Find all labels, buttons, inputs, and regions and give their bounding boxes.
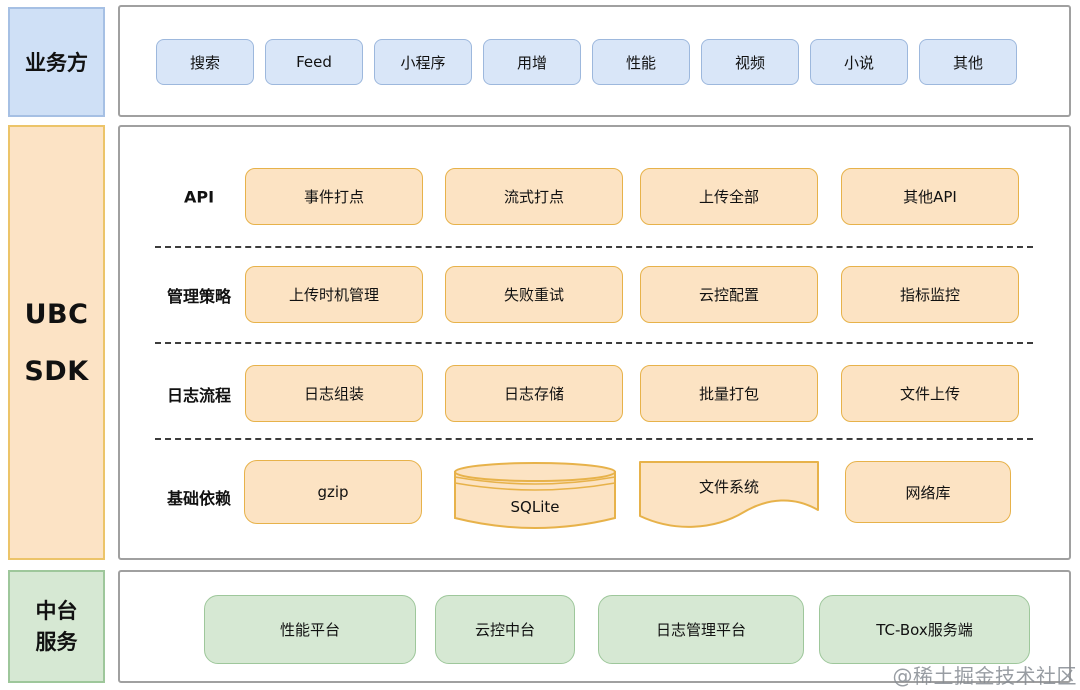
node-label: 失败重试 [503,286,564,304]
sdk-row-api: API 事件打点 流式打点 上传全部 其他API [120,168,1069,225]
node-label: 搜索 [189,53,220,72]
node-label: 性能 [625,53,656,72]
node-label: 日志组装 [303,385,364,403]
business-parties-row: 搜索 Feed 小程序 用增 性能 视频 小说 其他 [156,39,1017,85]
business-node-miniapp: 小程序 [374,39,472,85]
node-label: 上传时机管理 [288,286,379,304]
rail-platform-line1: 中台 [35,599,78,624]
rail-sdk-line1: UBC [24,298,89,330]
sdk-row-dependencies: 基础依赖 gzip SQLite 文件系统 网络 [120,460,1069,534]
sdk-node-filesystem: 文件系统 [638,460,820,530]
node-label: 网络库 [905,483,951,502]
sdk-node-log-store: 日志存储 [445,365,623,422]
node-label: 文件上传 [899,385,960,403]
sdk-node-stream-dot: 流式打点 [445,168,623,225]
platform-node-perf: 性能平台 [204,595,416,664]
business-node-novel: 小说 [810,39,908,85]
sdk-node-gzip: gzip [244,460,422,524]
rail-ubc-sdk: UBC SDK [8,125,105,560]
sdk-row-dependencies-label: 基础依赖 [166,489,231,508]
node-label: 指标监控 [899,286,960,304]
sdk-node-batch-pack: 批量打包 [640,365,818,422]
node-label: gzip [317,483,349,501]
sdk-node-cloud-config: 云控配置 [640,266,818,323]
divider-dashed-2 [155,342,1033,344]
business-node-growth: 用增 [483,39,581,85]
divider-dashed-1 [155,246,1033,248]
node-label: 云控中台 [474,621,535,639]
sdk-row-log-flow-label: 日志流程 [166,385,231,405]
business-node-perf: 性能 [592,39,690,85]
document-shape-icon [639,461,819,528]
sdk-row-api-label: API [183,187,215,206]
node-label: 云控配置 [698,286,759,304]
business-node-search: 搜索 [156,39,254,85]
business-parties-panel: 搜索 Feed 小程序 用增 性能 视频 小说 其他 [118,5,1071,117]
node-label: 文件系统 [698,478,759,496]
platform-node-log-mgmt: 日志管理平台 [598,595,804,664]
node-label: 视频 [734,53,765,72]
node-label: TC-Box服务端 [876,621,973,639]
watermark: @稀土掘金技术社区 [892,664,1077,688]
sdk-row-log-flow: 日志流程 日志组装 日志存储 批量打包 文件上传 [120,365,1069,422]
platform-services-panel: 性能平台 云控中台 日志管理平台 TC-Box服务端 [118,570,1071,683]
sdk-node-file-upload: 文件上传 [841,365,1019,422]
business-node-video: 视频 [701,39,799,85]
platform-node-tcbox: TC-Box服务端 [819,595,1030,664]
node-label: 事件打点 [303,188,364,206]
sdk-row-strategy-label: 管理策略 [166,286,231,306]
sdk-node-sqlite: SQLite [452,460,618,534]
sdk-node-upload-timing: 上传时机管理 [245,266,423,323]
node-label: 日志管理平台 [655,621,746,639]
rail-platform-services: 中台 服务 [8,570,105,683]
sdk-row-strategy: 管理策略 上传时机管理 失败重试 云控配置 指标监控 [120,266,1069,323]
rail-business-label: 业务方 [25,51,88,75]
node-label: 用增 [516,53,547,72]
node-label: 其他API [903,188,957,206]
sdk-node-metrics: 指标监控 [841,266,1019,323]
sdk-node-network-lib: 网络库 [845,461,1011,523]
node-label: 上传全部 [698,188,759,206]
business-node-feed: Feed [265,39,363,85]
platform-node-cloud: 云控中台 [435,595,575,664]
sdk-node-event-dot: 事件打点 [245,168,423,225]
business-node-other: 其他 [919,39,1017,85]
rail-platform-line2: 服务 [35,629,78,654]
node-label: 日志存储 [503,385,564,403]
sdk-node-log-assemble: 日志组装 [245,365,423,422]
database-cylinder-icon [454,462,616,529]
ubc-sdk-panel: API 事件打点 流式打点 上传全部 其他API 管理策略 上传时机管理 失败重… [118,125,1071,560]
sdk-node-upload-all: 上传全部 [640,168,818,225]
rail-business-parties: 业务方 [8,7,105,117]
rail-sdk-line2: SDK [24,355,89,387]
node-label: 流式打点 [503,188,564,206]
divider-dashed-3 [155,438,1033,440]
node-label: 小说 [843,53,874,72]
sdk-node-retry: 失败重试 [445,266,623,323]
node-label: 性能平台 [279,621,340,639]
node-label: 其他 [952,53,983,72]
sdk-node-other-api: 其他API [841,168,1019,225]
node-label: 批量打包 [698,385,759,403]
node-label: 小程序 [400,53,446,72]
node-label: Feed [296,53,332,71]
node-label: SQLite [510,498,560,516]
